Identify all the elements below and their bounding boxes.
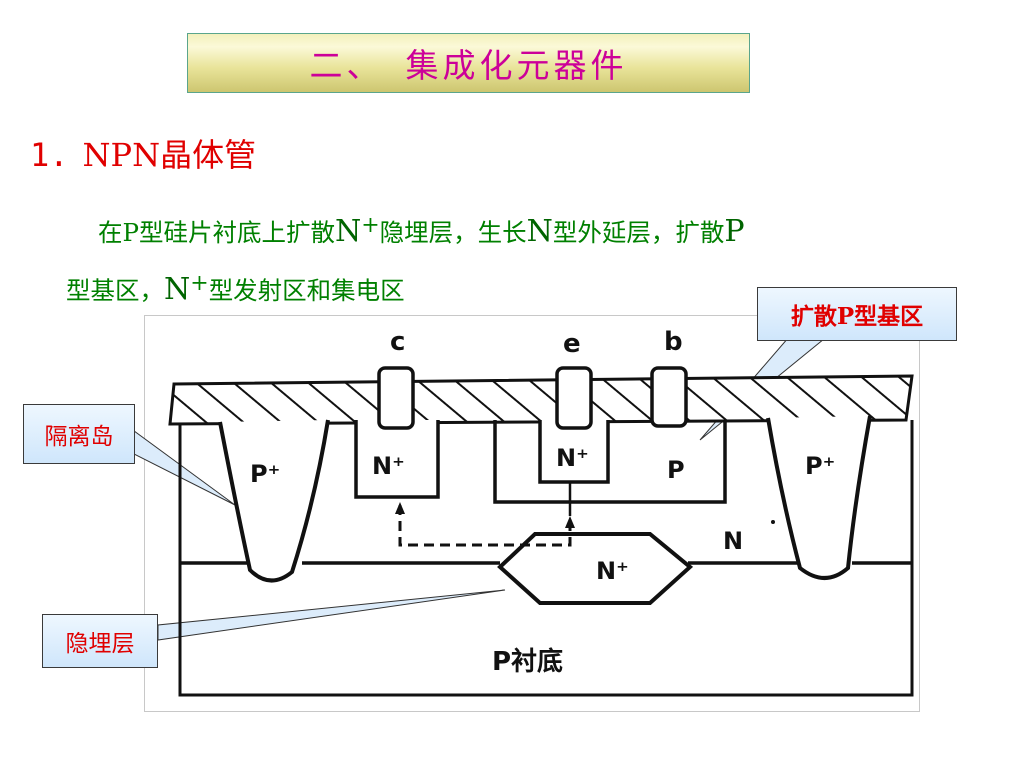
- para-part-2: 隐埋层，生长: [379, 218, 527, 248]
- heading-text: NPN晶体管: [82, 136, 257, 174]
- title-number: 二、: [309, 46, 384, 85]
- current-path-arrow-right: [565, 516, 575, 528]
- n-plus-buried-label: N⁺: [596, 557, 629, 585]
- para-n-4: N: [164, 272, 191, 308]
- n-plus-emitter-label: N⁺: [556, 444, 589, 472]
- para-n-3: P: [724, 214, 745, 250]
- buried-layer-shape: [497, 532, 694, 605]
- callout-pointer-buried: [157, 589, 506, 641]
- slide-title: 二、 集成化元器件: [187, 33, 750, 93]
- base-contact: [650, 366, 688, 428]
- base-p-region: [493, 420, 727, 504]
- terminal-e-label: e: [563, 329, 581, 359]
- p-base-label: P: [667, 456, 685, 484]
- heading-number: 1.: [30, 136, 69, 174]
- callout-base-region: 扩散P型基区: [757, 287, 957, 341]
- para-n-1: N: [334, 214, 362, 250]
- para-part-1: 在P型硅片衬底上扩散: [98, 218, 335, 248]
- para-part-3: 型外延层，扩散: [552, 218, 725, 248]
- para-part-4: 型基区，: [66, 276, 164, 306]
- substrate-label: P衬底: [492, 646, 563, 677]
- n-plus-collector-label: N⁺: [372, 452, 405, 480]
- collector-contact: [377, 366, 415, 430]
- n-epi-label: N: [723, 527, 743, 555]
- emitter-contact: [555, 366, 593, 430]
- para-sup-1: +: [361, 213, 380, 238]
- current-path: [398, 505, 572, 547]
- isolation-region-right: [766, 415, 872, 580]
- callout-pointer-isolation: [129, 427, 236, 506]
- para-part-5: 型发射区和集电区: [208, 276, 405, 306]
- emitter-n-plus-region: [538, 420, 610, 484]
- p-plus-left-label: P⁺: [250, 460, 280, 488]
- title-text: 集成化元器件: [405, 46, 628, 85]
- substrate-outline: [178, 420, 914, 697]
- callout-buried-layer: 隐埋层: [42, 614, 158, 668]
- callout-isolation-island: 隔离岛: [23, 404, 135, 464]
- oxide-layer: [168, 374, 914, 426]
- terminal-c-label: c: [390, 327, 405, 357]
- para-sup-2: +: [190, 271, 209, 297]
- terminal-b-label: b: [664, 327, 683, 357]
- current-path-arrow-left: [395, 502, 405, 514]
- isolation-region-left: [218, 419, 330, 583]
- section-heading: 1. NPN晶体管: [30, 130, 256, 176]
- para-n-2: N: [526, 214, 553, 250]
- p-plus-right-label: P⁺: [805, 452, 835, 480]
- diagram-dot: [771, 520, 775, 524]
- collector-n-plus-region: [354, 420, 440, 499]
